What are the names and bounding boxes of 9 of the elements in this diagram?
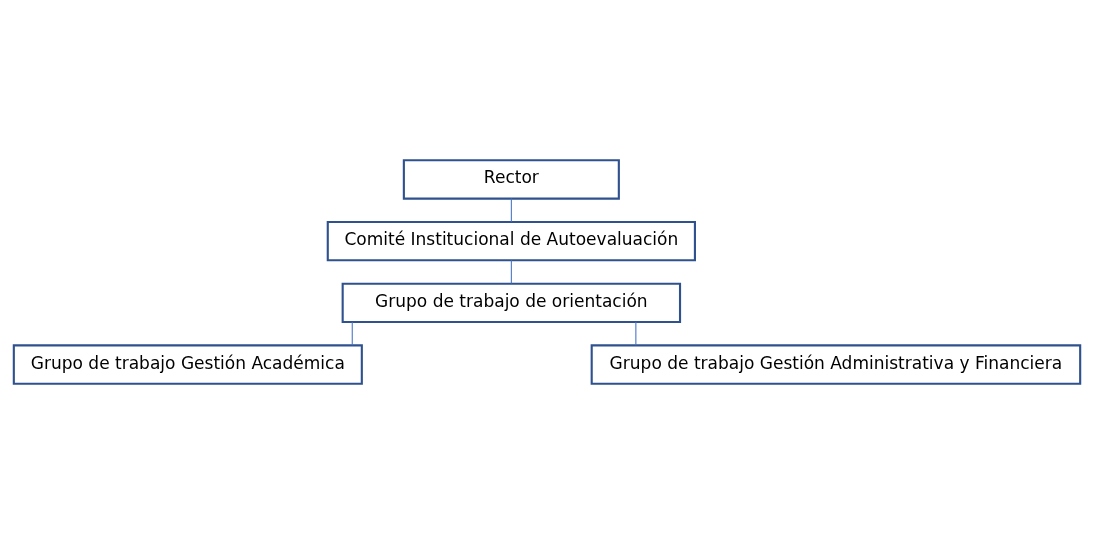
connector <box>635 321 637 346</box>
node-box: Comité Institucional de Autoevaluación <box>326 220 696 262</box>
connector <box>510 198 512 223</box>
node-box: Grupo de trabajo Gestión Administrativa y Financiera <box>590 344 1082 385</box>
connector <box>510 259 512 284</box>
node-box: Grupo de trabajo Gestión Académica <box>12 344 363 385</box>
connector <box>351 321 353 346</box>
node-box: Grupo de trabajo de orientación <box>341 282 682 324</box>
node-box: Rector <box>402 159 620 200</box>
